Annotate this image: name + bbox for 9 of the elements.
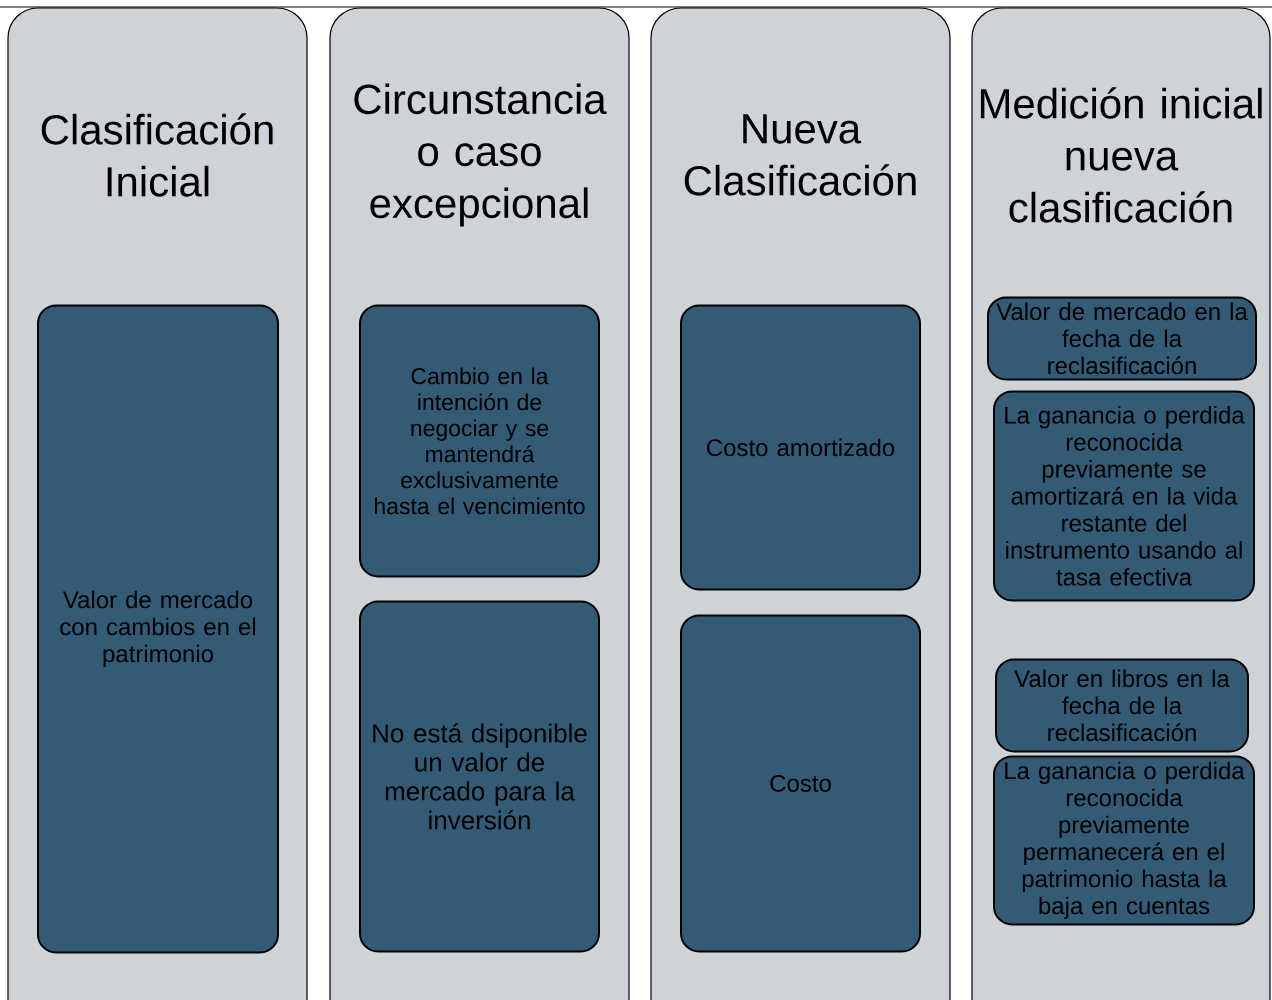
text-box: Costo amortizado xyxy=(680,304,921,591)
text-box: Valor en libros en la fecha de la reclasificación xyxy=(995,658,1249,753)
text-box: Costo xyxy=(680,614,921,953)
text-box: Cambio en la intención de negociar y se mantendrá exclusivamente hasta el vencimiento xyxy=(359,304,600,578)
text-box: Valor de mercado con cambios en el patrimonio xyxy=(37,304,279,954)
text-box: No está dsiponible un valor de mercado para la inversión xyxy=(359,600,600,953)
text-box: La ganancia o perdida reconocida previamente permanecerá en el patrimonio hasta la baja en cuentas xyxy=(993,755,1255,926)
text-box: La ganancia o perdida reconocida previamente se amortizará en la vida restante del instrumento usando al tasa efectiva xyxy=(993,390,1255,602)
text-box: Valor de mercado en la fecha de la reclasificación xyxy=(987,296,1257,381)
